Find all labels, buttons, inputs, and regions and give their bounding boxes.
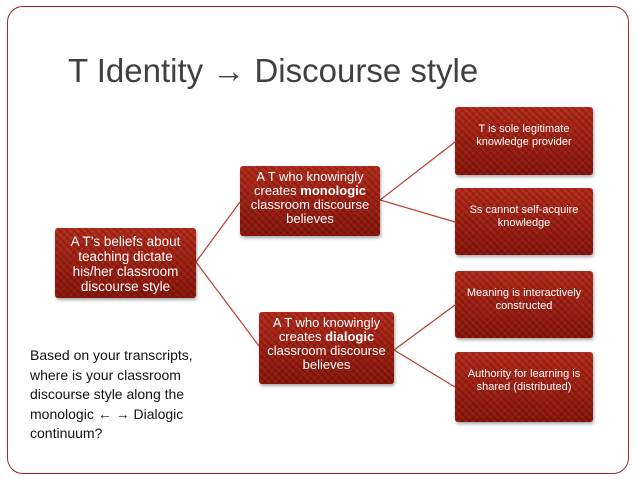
side-note-question: Based on your transcripts, where is your… bbox=[30, 347, 193, 441]
root-node: A T’s beliefs about teaching dictate his… bbox=[55, 228, 196, 298]
monologic-node-label: A T who knowingly creates monologic clas… bbox=[246, 170, 374, 226]
leaf-cannot-self-acquire-label: Ss cannot self-acquire knowledge bbox=[469, 204, 579, 229]
dialogic-text-bold: dialogic bbox=[325, 329, 375, 344]
connector-dialogic-to-leaf3 bbox=[393, 304, 456, 351]
leaf-cannot-self-acquire: Ss cannot self-acquire knowledge bbox=[455, 188, 593, 255]
leaf-shared-authority: Authority for learning is shared (distri… bbox=[455, 352, 593, 422]
dialogic-text-before: A T who knowingly creates bbox=[272, 315, 381, 344]
leaf-interactively-constructed-label: Meaning is interactively constructed bbox=[466, 287, 582, 312]
dialogic-node-label: A T who knowingly creates dialogic class… bbox=[265, 316, 388, 372]
leaf-interactively-constructed: Meaning is interactively constructed bbox=[455, 271, 593, 338]
dialogic-node: A T who knowingly creates dialogic class… bbox=[259, 312, 394, 384]
leaf-sole-provider: T is sole legitimate knowledge provider bbox=[455, 107, 593, 175]
leaf-shared-authority-label: Authority for learning is shared (distri… bbox=[467, 368, 581, 393]
connector-monologic-to-leaf1 bbox=[379, 141, 456, 201]
monologic-node: A T who knowingly creates monologic clas… bbox=[240, 166, 380, 236]
monologic-text-bold: monologic bbox=[300, 183, 366, 198]
connector-monologic-to-leaf2 bbox=[379, 199, 456, 223]
monologic-text-before: A T who knowingly creates bbox=[254, 169, 364, 198]
connector-dialogic-to-leaf4 bbox=[393, 349, 456, 388]
leaf-sole-provider-label: T is sole legitimate knowledge provider bbox=[476, 123, 572, 148]
connector-root-to-dialogic bbox=[195, 261, 260, 347]
root-node-label: A T’s beliefs about teaching dictate his… bbox=[70, 234, 181, 294]
connector-root-to-monologic bbox=[195, 201, 241, 263]
dialogic-text-after: classroom discourse believes bbox=[267, 343, 386, 372]
slide-title: T Identity → Discourse style bbox=[68, 52, 479, 89]
monologic-text-after: classroom discourse believes bbox=[250, 197, 370, 226]
